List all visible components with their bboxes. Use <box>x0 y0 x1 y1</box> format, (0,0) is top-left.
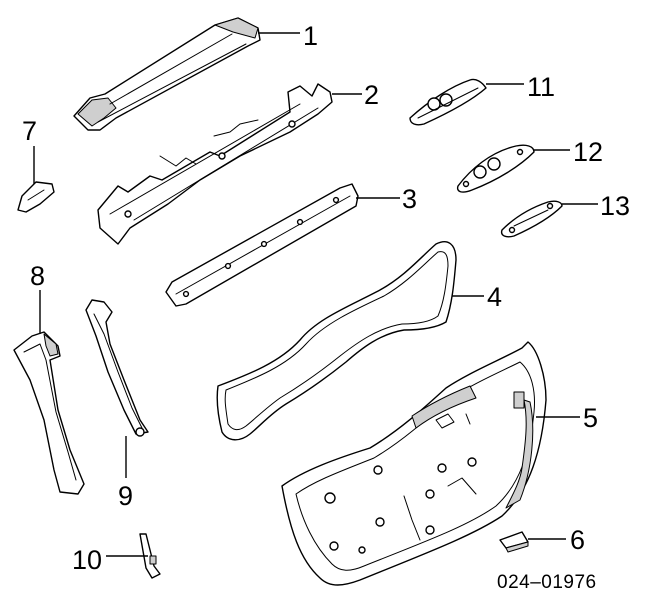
callout-7: 7 <box>22 116 37 146</box>
callout-10: 10 <box>72 545 102 575</box>
callout-13: 13 <box>600 191 630 221</box>
callout-4: 4 <box>487 282 502 312</box>
part-13-cover <box>500 200 563 238</box>
callout-3: 3 <box>402 184 417 214</box>
leader-7: 7 <box>22 116 37 184</box>
callout-11: 11 <box>527 72 555 102</box>
part-9-pillar-trim <box>85 299 149 437</box>
callout-8: 8 <box>30 261 45 291</box>
leader-9: 9 <box>118 436 133 511</box>
callout-12: 12 <box>573 137 603 167</box>
leader-12: 12 <box>534 137 603 167</box>
leader-3: 3 <box>356 184 417 214</box>
leader-8: 8 <box>30 261 45 334</box>
leader-4: 4 <box>452 282 502 312</box>
leader-6: 6 <box>528 525 585 555</box>
part-11-cover <box>409 78 487 126</box>
callout-2: 2 <box>364 80 379 110</box>
part-7-clip <box>17 181 55 213</box>
part-12-cover <box>456 144 535 193</box>
callout-5: 5 <box>583 403 598 433</box>
part-5-tailgate-panel <box>281 341 547 586</box>
leader-11: 11 <box>486 72 555 102</box>
diagram-code: 024–01976 <box>497 572 597 593</box>
callout-9: 9 <box>118 481 133 511</box>
leader-2: 2 <box>332 80 379 110</box>
part-8-pillar-trim <box>13 331 85 495</box>
callout-1: 1 <box>303 21 318 51</box>
leader-13: 13 <box>562 191 630 221</box>
part-1-upper-trim <box>73 17 261 131</box>
leader-1: 1 <box>258 21 318 51</box>
leader-5: 5 <box>536 403 598 433</box>
callout-6: 6 <box>570 525 585 555</box>
part-2-bracket <box>97 83 333 245</box>
part-4-seal <box>216 241 457 441</box>
part-6-pad <box>499 531 529 553</box>
part-3-trim-strip <box>165 183 359 307</box>
part-10-bracket <box>139 533 161 579</box>
leader-10: 10 <box>72 545 148 575</box>
